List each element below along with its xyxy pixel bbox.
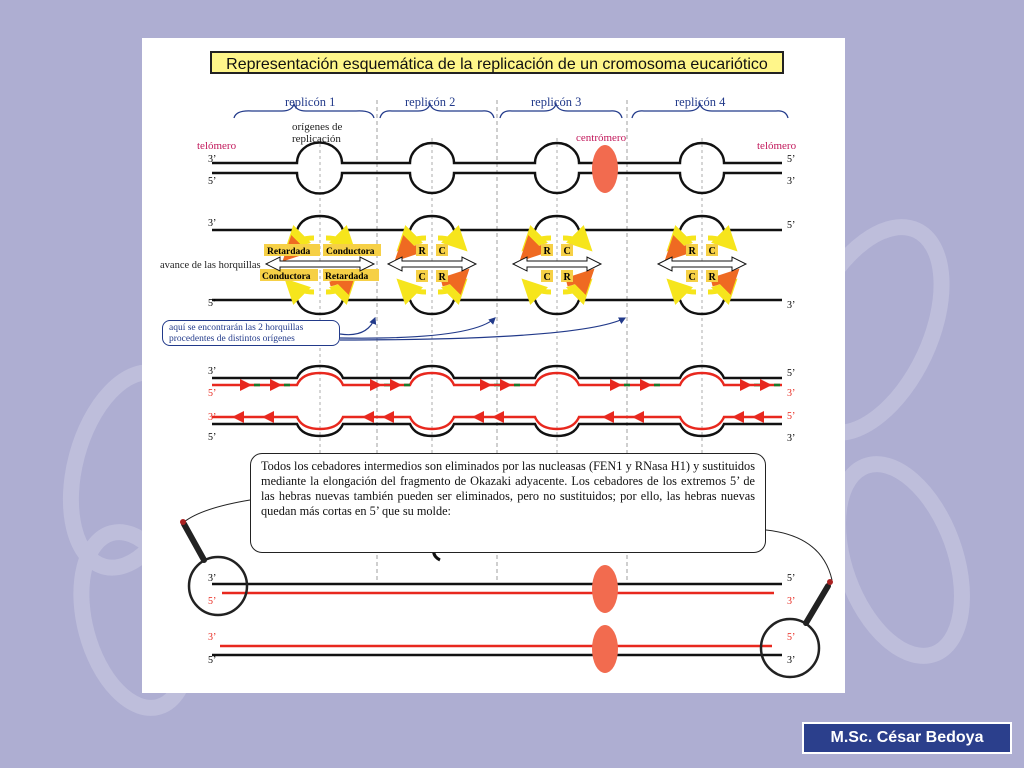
fork-advance-arrow <box>656 256 748 272</box>
leading-arrow <box>521 278 552 305</box>
strand-end-label: 3’ <box>787 388 795 399</box>
strand-end-label: 5’ <box>787 368 795 379</box>
row-4-chromatid-1 <box>212 565 782 613</box>
strand-end-label: 5’ <box>787 154 795 165</box>
strand-end-label: 5’ <box>208 432 216 443</box>
strand-end-label: 3’ <box>208 412 216 423</box>
strand-end-label: 3’ <box>787 596 795 607</box>
strand-end-label: 3’ <box>787 655 795 666</box>
leading-label: C <box>689 272 696 283</box>
author-badge: M.Sc. César Bedoya <box>802 722 1012 754</box>
centromere-marker <box>592 565 618 613</box>
magnifier-left-icon <box>180 519 249 617</box>
leading-label: Conductora <box>326 247 375 257</box>
strand-end-label: 5’ <box>787 632 795 643</box>
strand-end-label: 5’ <box>208 596 216 607</box>
strand-end-label: 5’ <box>208 388 216 399</box>
strand-end-label: 3’ <box>208 366 216 377</box>
leading-label: C <box>439 246 446 257</box>
strand-end-label: 3’ <box>208 632 216 643</box>
diagram-sheet: replicón 1 replicón 2 replicón 3 replicó… <box>142 38 845 693</box>
magnifier-right-icon <box>759 579 833 679</box>
lagging-arrow <box>566 268 595 295</box>
leading-label-box <box>416 270 428 282</box>
leading-arrow <box>396 278 427 305</box>
leading-label-box <box>561 244 573 256</box>
telomere-left-label: telómero <box>197 140 237 152</box>
leading-arrow <box>562 225 593 252</box>
replicon-1-fork-labels: Retardada Conductora Conductora Retardad… <box>260 244 381 282</box>
replicon-3-label: replicón 3 <box>531 95 581 109</box>
leading-arrow <box>707 225 738 252</box>
centromere-label: centrómero <box>576 132 627 144</box>
leading-arrow <box>666 278 697 305</box>
replicon-4-label: replicón 4 <box>675 95 726 109</box>
leading-label: C <box>419 272 426 283</box>
strand-end-label: 3’ <box>208 154 216 165</box>
telomere-right-label: telómero <box>757 140 797 152</box>
replicon-1-label: replicón 1 <box>285 95 335 109</box>
lagging-label: Retardada <box>325 272 369 282</box>
lagging-label: Retardada <box>267 247 311 257</box>
lagging-label: R <box>709 272 717 283</box>
lagging-label: R <box>419 246 427 257</box>
page-title: Representación esquemática de la replica… <box>210 51 784 74</box>
fork-advance-arrow <box>511 256 603 272</box>
lagging-arrow <box>711 268 740 295</box>
leading-label-box <box>541 270 553 282</box>
lagging-label: R <box>544 246 552 257</box>
magnifier-connectors <box>183 499 833 581</box>
row-1-parental <box>212 141 782 195</box>
leading-arrow <box>437 225 468 252</box>
meeting-arrows <box>339 316 627 341</box>
strand-end-label: 3’ <box>787 176 795 187</box>
strand-end-label: 5’ <box>787 411 795 422</box>
lagging-label: R <box>689 246 697 257</box>
leading-label: C <box>544 272 551 283</box>
strand-end-label: 5’ <box>208 655 216 666</box>
lagging-label: R <box>439 272 447 283</box>
strand-end-label: 5’ <box>208 298 216 309</box>
lagging-label-box <box>436 270 448 282</box>
row-4-chromatid-2 <box>212 625 782 673</box>
lagging-label-box <box>416 244 428 256</box>
leading-label: C <box>709 246 716 257</box>
leading-label-box <box>686 270 698 282</box>
strand-end-label: 3’ <box>787 433 795 444</box>
row-2-forks <box>212 214 782 316</box>
leading-label: Conductora <box>262 272 311 282</box>
replicon-2-label: replicón 2 <box>405 95 455 109</box>
centromere-marker <box>592 145 618 193</box>
lagging-label-box <box>686 244 698 256</box>
origin-lines <box>319 138 703 458</box>
lagging-label-box <box>561 270 573 282</box>
strand-end-label: 5’ <box>208 176 216 187</box>
fork-advance-label: avance de las horquillas <box>160 260 261 271</box>
fork-meeting-note: aquí se encontrarán las 2 horquillas pro… <box>162 320 340 346</box>
strand-end-label: 3’ <box>208 573 216 584</box>
fork-advance-arrow <box>386 256 478 272</box>
lagging-label: R <box>564 272 572 283</box>
replication-diagram: replicón 1 replicón 2 replicón 3 replicó… <box>160 95 833 679</box>
replicon-braces <box>233 101 789 119</box>
strand-end-label: 5’ <box>787 573 795 584</box>
lagging-arrow <box>441 268 470 295</box>
strand-end-label: 3’ <box>208 218 216 229</box>
leading-arrow <box>284 278 315 305</box>
lagging-label-box <box>541 244 553 256</box>
leading-label-box <box>706 244 718 256</box>
strand-end-label: 3’ <box>787 300 795 311</box>
lagging-label-box <box>706 270 718 282</box>
leading-label-box <box>436 244 448 256</box>
row-3-daughter <box>212 364 782 438</box>
strand-end-label: 5’ <box>787 220 795 231</box>
centromere-marker <box>592 625 618 673</box>
leading-label: C <box>564 246 571 257</box>
primer-removal-note: Todos los cebadores intermedios son elim… <box>250 453 766 553</box>
